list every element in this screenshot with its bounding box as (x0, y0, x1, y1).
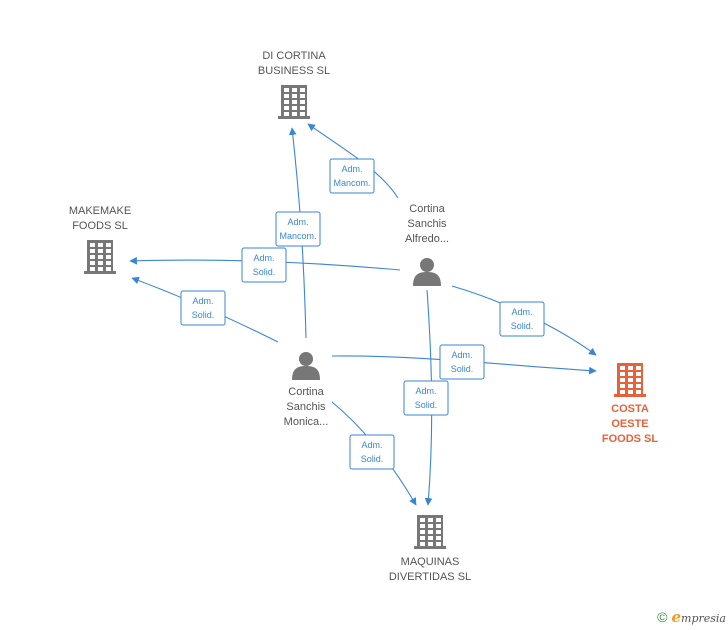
node-alfredo[interactable]: CortinaSanchisAlfredo... (405, 203, 449, 286)
edge-label-text: Solid. (451, 364, 474, 374)
node-maquinas[interactable]: MAQUINAS DIVERTIDAS SL (389, 515, 471, 583)
edge-label-alfredo-costa[interactable]: Adm. Solid. (499, 301, 545, 337)
building-icon (414, 515, 446, 549)
copyright-symbol: © (657, 609, 668, 625)
edge-label-monica-maquinas[interactable]: Adm. Solid. (349, 434, 395, 470)
edge-label-text: Adm. (192, 296, 213, 306)
edge-label-monica-dicortina[interactable]: Adm. Mancom. (275, 211, 321, 247)
node-label: Alfredo... (405, 233, 449, 245)
edge-label-text: Solid. (192, 310, 215, 320)
node-makemake[interactable]: MAKEMAKE FOODS SL (69, 205, 131, 274)
node-label: OESTE (611, 418, 648, 430)
node-label: MAQUINAS (401, 556, 460, 568)
edge-label-text: Adm. (361, 440, 382, 450)
node-label: COSTA (611, 403, 649, 415)
node-costa-oeste[interactable]: COSTA OESTE FOODS SL (602, 363, 659, 445)
building-icon (278, 85, 310, 119)
edge-label-text: Adm. (511, 307, 532, 317)
edge-label-text: Mancom. (279, 231, 316, 241)
edge-label-text: Adm. (287, 217, 308, 227)
person-icon (292, 352, 320, 380)
edge-label-alfredo-maquinas[interactable]: Adm. Solid. (403, 380, 449, 416)
edge-label-text: Adm. (415, 386, 436, 396)
person-icon (413, 258, 441, 286)
footer-brand[interactable]: © empresia (657, 608, 726, 626)
node-label: MAKEMAKE (69, 205, 131, 217)
edge-label-text: Solid. (361, 454, 384, 464)
node-label: Sanchis (286, 401, 326, 413)
node-label: DIVERTIDAS SL (389, 571, 471, 583)
edge-label-text: Adm. (341, 164, 362, 174)
edge-label-monica-makemake[interactable]: Adm. Solid. (180, 290, 226, 326)
node-di-cortina[interactable]: DI CORTINA BUSINESS SL (258, 50, 330, 119)
node-label: FOODS SL (602, 433, 659, 445)
building-icon (614, 363, 646, 397)
edge-label-text: Solid. (511, 321, 534, 331)
node-label: BUSINESS SL (258, 65, 330, 77)
edge-label-alfredo-makemake[interactable]: Adm. Solid. (241, 247, 287, 283)
node-label: Cortina (409, 203, 445, 215)
edge-label-alfredo-dicortina[interactable]: Adm. Mancom. (329, 158, 375, 194)
node-monica[interactable]: CortinaSanchisMonica... (284, 352, 329, 428)
node-label: Monica... (284, 416, 329, 428)
edge-label-text: Solid. (415, 400, 438, 410)
node-label: Cortina (288, 386, 324, 398)
edge-label-text: Mancom. (333, 178, 370, 188)
nodes-layer: DI CORTINA BUSINESS SL MAKEMAKE FOODS SL Cor… (69, 50, 659, 583)
edge-label-monica-costa[interactable]: Adm. Solid. (439, 344, 485, 380)
node-label: DI CORTINA (262, 50, 326, 62)
edge-label-text: Adm. (451, 350, 472, 360)
node-label: FOODS SL (72, 220, 128, 232)
node-label: Sanchis (407, 218, 447, 230)
edge-label-text: Adm. (253, 253, 274, 263)
edge-labels-layer: Adm. Mancom. Adm. Mancom. Adm. Solid. Adm. Soli… (180, 158, 545, 470)
brand-logo: empresia (671, 608, 726, 626)
edge-label-text: Solid. (253, 267, 276, 277)
building-icon (84, 240, 116, 274)
